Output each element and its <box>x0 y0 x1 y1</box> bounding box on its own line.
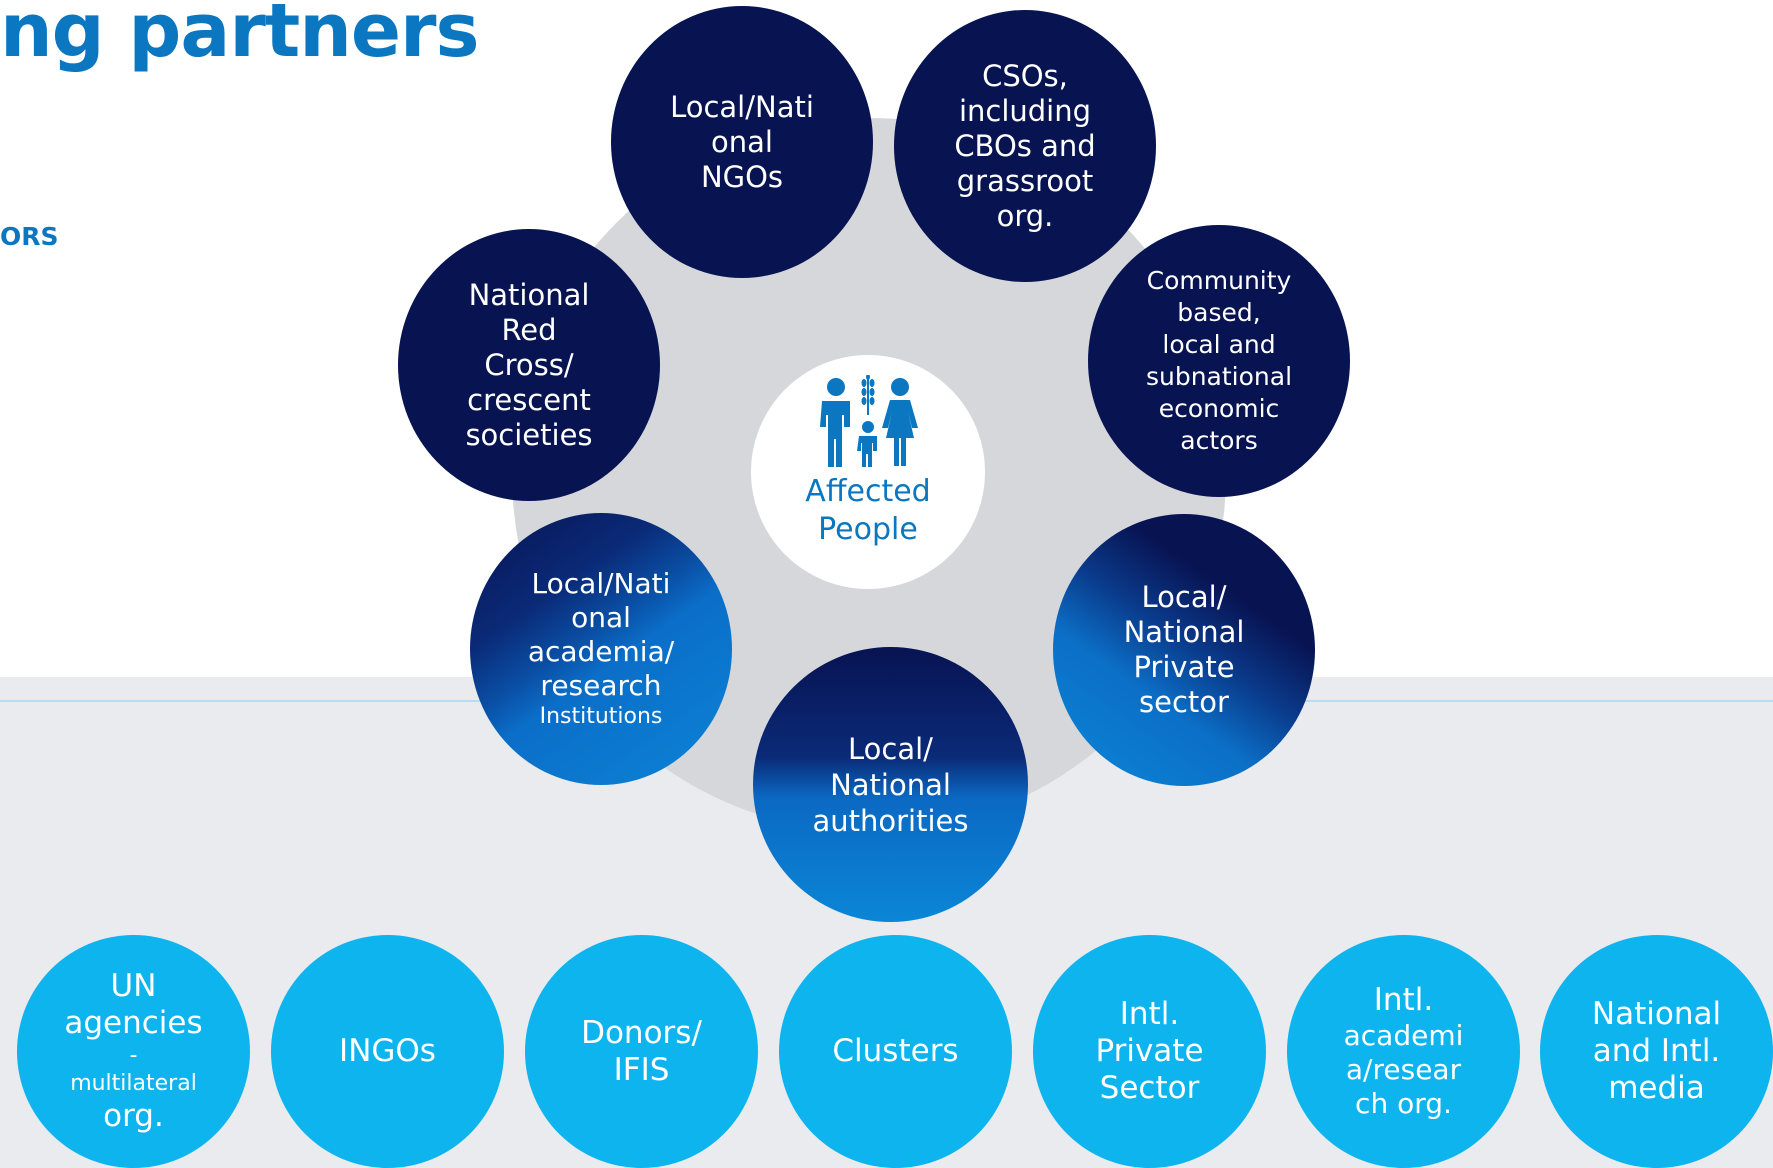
node-label-line: Local/ <box>1141 580 1227 614</box>
node-label-line: societies <box>465 417 593 452</box>
node-label-line: - <box>129 1043 138 1068</box>
node-label-line: National <box>1591 996 1722 1032</box>
ingos-node: INGOs <box>271 935 504 1168</box>
node-label-line: authorities <box>812 803 969 838</box>
node-label-line: Institutions <box>539 704 663 729</box>
node-label-line: agencies <box>64 1005 203 1041</box>
node-label-line: a/resear <box>1345 1053 1462 1086</box>
local-authorities-node: Local/ National authorities <box>753 647 1028 922</box>
node-label-line: UN <box>110 968 157 1004</box>
node-label-line: and Intl. <box>1592 1033 1721 1069</box>
node-label-line: subnational <box>1145 362 1293 391</box>
node-label-line: academi <box>1343 1019 1464 1052</box>
local-academia-node: Local/Nati onal academia/ research Insti… <box>470 513 732 785</box>
node-label-line: multilateral <box>70 1071 197 1096</box>
node-label-line: academia/ <box>527 635 675 668</box>
node-label-line: economic <box>1158 394 1280 423</box>
node-label-line: Community <box>1146 266 1292 295</box>
local-private-sector-node: Local/ National Private sector <box>1053 514 1315 786</box>
node-label-line: INGOs <box>339 1033 436 1069</box>
node-label-line: Sector <box>1099 1070 1200 1106</box>
node-label-line: based, <box>1177 298 1261 327</box>
local-ngos-node: Local/Nati onal NGOs <box>611 6 873 278</box>
node-label-line: Clusters <box>832 1033 959 1069</box>
node-label-line: Red <box>501 312 557 347</box>
node-label-line: media <box>1608 1070 1705 1106</box>
node-label-line: Private <box>1095 1033 1204 1069</box>
node-label-line: CBOs and <box>954 128 1096 163</box>
node-label-line: Donors/ <box>581 1014 702 1051</box>
node-label-line: Local/Nati <box>531 567 671 600</box>
community-actors-node: Community based, local and subnational e… <box>1088 225 1350 497</box>
node-label-line: Intl. <box>1119 996 1180 1032</box>
node-label-line: Local/Nati <box>670 89 814 124</box>
affected-people-label: Affected People <box>805 473 930 549</box>
affected-people-line-2: People <box>818 512 918 547</box>
node-label-line: including <box>958 93 1092 128</box>
node-label-line: grassroot <box>956 163 1094 198</box>
node-label-line: local and <box>1162 330 1276 359</box>
affected-people-node: Affected People <box>751 355 985 589</box>
un-agencies-node: UN agencies - multilateral org. <box>17 935 250 1168</box>
node-label-line: onal <box>711 124 773 159</box>
node-label-line: National <box>830 767 951 802</box>
affected-people-line-1: Affected <box>805 474 931 509</box>
donors-node: Donors/ IFIS <box>525 935 758 1168</box>
node-label-line: Intl. <box>1373 982 1434 1018</box>
node-label-line: org. <box>103 1098 164 1134</box>
clusters-node: Clusters <box>779 935 1012 1168</box>
family-wheat-icon <box>820 375 918 467</box>
red-cross-node: National Red Cross/ crescent societies <box>398 229 660 501</box>
node-label-line: National <box>468 277 590 312</box>
media-node: National and Intl. media <box>1540 935 1773 1168</box>
node-label-line: Local/ <box>848 731 933 766</box>
node-label-line: ch org. <box>1355 1087 1452 1120</box>
node-label-line: actors <box>1180 426 1258 455</box>
section-subheading: ORS <box>0 222 59 251</box>
node-label-line: crescent <box>467 382 591 417</box>
node-label-line: onal <box>571 601 631 634</box>
node-label-line: National <box>1123 615 1245 649</box>
node-label-line: sector <box>1139 685 1229 719</box>
node-label-line: NGOs <box>700 159 784 194</box>
csos-node: CSOs, including CBOs and grassroot org. <box>894 10 1156 282</box>
page-title: ng partners <box>0 0 480 74</box>
node-label-line: Private <box>1133 650 1235 684</box>
node-label-line: research <box>540 669 662 702</box>
node-label-line: CSOs, <box>982 58 1068 93</box>
node-label-line: org. <box>996 198 1054 233</box>
intl-private-sector-node: Intl. Private Sector <box>1033 935 1266 1168</box>
node-label-line: IFIS <box>613 1051 670 1088</box>
intl-academia-node: Intl. academi a/resear ch org. <box>1287 935 1520 1168</box>
node-label-line: Cross/ <box>484 347 574 382</box>
